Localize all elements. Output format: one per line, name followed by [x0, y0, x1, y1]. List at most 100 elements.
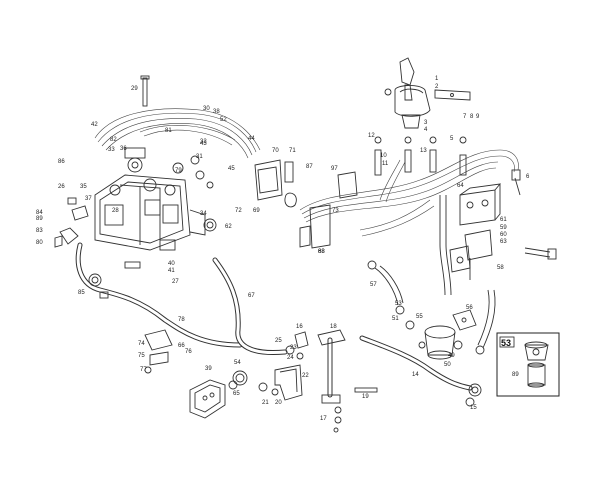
inset-part-label: 89 — [512, 372, 519, 378]
callout-label: 4 — [424, 127, 428, 133]
hose-vertical-right — [439, 195, 452, 296]
callout-label: 42 — [91, 122, 98, 128]
left-fittings — [54, 197, 89, 248]
callout-label: 24 — [287, 355, 294, 361]
callout-label: 27 — [172, 279, 179, 285]
bracket-70 — [254, 159, 297, 208]
callout-label: 2 — [435, 84, 439, 90]
manifold-58 — [449, 229, 493, 280]
callout-label: 72 — [235, 208, 242, 214]
callout-label: 26 — [58, 184, 65, 190]
callout-label: 70 — [272, 148, 279, 154]
callout-label: 43 — [200, 141, 207, 147]
callout-label: 86 — [58, 159, 65, 165]
callout-label: 8 — [470, 114, 474, 120]
callout-label: 5 — [450, 136, 454, 142]
callout-label: 57 — [370, 282, 377, 288]
hose-right-6 — [511, 169, 557, 260]
callout-label: 30 — [203, 106, 210, 112]
bracket-61 — [459, 183, 502, 226]
upper-hose-bundle — [94, 108, 261, 159]
hose-67 — [212, 257, 288, 356]
callout-label: 23 — [290, 345, 297, 351]
callout-label: 14 — [412, 372, 419, 378]
callout-label: 83 — [36, 228, 43, 234]
callout-label: 53 — [395, 301, 402, 307]
hose-right — [475, 289, 496, 355]
joystick — [384, 57, 431, 129]
callout-label: 67 — [248, 293, 255, 299]
callout-label: 13 — [420, 148, 427, 154]
callout-label: 38 — [213, 109, 220, 115]
callout-label: 58 — [497, 265, 504, 271]
valve-fittings — [124, 155, 214, 269]
joystick-fittings — [374, 136, 467, 176]
callout-label: 28 — [112, 208, 119, 214]
rod-19 — [354, 387, 378, 393]
callout-label: 74 — [138, 341, 145, 347]
callout-label: 34 — [200, 211, 207, 217]
callout-label: 61 — [500, 217, 507, 223]
middle-hose-bundle — [299, 149, 519, 237]
callout-label: 44 — [248, 136, 255, 142]
callout-label: 89 — [36, 216, 43, 222]
callout-label: 41 — [168, 268, 175, 274]
callout-label: 75 — [138, 353, 145, 359]
inset-title: 53 — [501, 338, 511, 348]
callout-label: 97 — [331, 166, 338, 172]
callout-label: 51 — [392, 316, 399, 322]
control-valve-block — [94, 147, 217, 251]
callout-label: 15 — [470, 405, 477, 411]
fitting-54 — [228, 370, 248, 390]
callout-label: 22 — [302, 373, 309, 379]
callout-label: 36 — [120, 146, 127, 152]
callout-label: 9 — [476, 114, 480, 120]
callout-label: 78 — [178, 317, 185, 323]
callout-label: 79 — [175, 168, 182, 174]
callout-label: 88 — [318, 249, 325, 255]
callout-label: 25 — [275, 338, 282, 344]
callout-label: 71 — [289, 148, 296, 154]
callout-label: 35 — [80, 184, 87, 190]
callout-label: 81 — [165, 128, 172, 134]
fitting-15 — [88, 273, 109, 299]
callout-label: 56 — [466, 305, 473, 311]
callout-label: 54 — [234, 360, 241, 366]
inset-53: 53 89 — [496, 332, 560, 397]
callout-label: 77 — [140, 367, 147, 373]
callout-label: 49 — [448, 353, 455, 359]
hose-14 — [359, 335, 482, 407]
pipe-18 — [317, 329, 346, 433]
callout-label: 52 — [220, 117, 227, 123]
elbow-16 — [285, 331, 309, 360]
callout-label: 19 — [362, 394, 369, 400]
plate-1 — [434, 89, 471, 101]
callout-label: 64 — [457, 183, 464, 189]
bracket-56 — [452, 309, 477, 331]
callout-label: 84 — [36, 210, 43, 216]
callout-label: 3 — [424, 120, 428, 126]
callout-label: 29 — [131, 86, 138, 92]
callout-label: 31 — [196, 154, 203, 160]
callout-label: 10 — [380, 153, 387, 159]
rod-29 — [140, 75, 150, 107]
bracket-73 — [299, 171, 358, 249]
bracket-39 — [189, 379, 226, 419]
callout-label: 45 — [228, 166, 235, 172]
hose-57 — [367, 260, 405, 315]
callout-label: 16 — [296, 324, 303, 330]
callout-label: 59 — [500, 225, 507, 231]
callout-label: 76 — [185, 349, 192, 355]
callout-label: 68 — [318, 249, 325, 255]
callout-label: 40 — [168, 261, 175, 267]
callout-label: 62 — [225, 224, 232, 230]
callout-label: 55 — [416, 314, 423, 320]
callout-label: 73 — [332, 208, 339, 214]
callout-label: 82 — [110, 137, 117, 143]
callout-label: 69 — [253, 208, 260, 214]
callout-label: 39 — [205, 366, 212, 372]
callout-label: 1 — [435, 76, 439, 82]
filter-50 — [405, 320, 463, 360]
